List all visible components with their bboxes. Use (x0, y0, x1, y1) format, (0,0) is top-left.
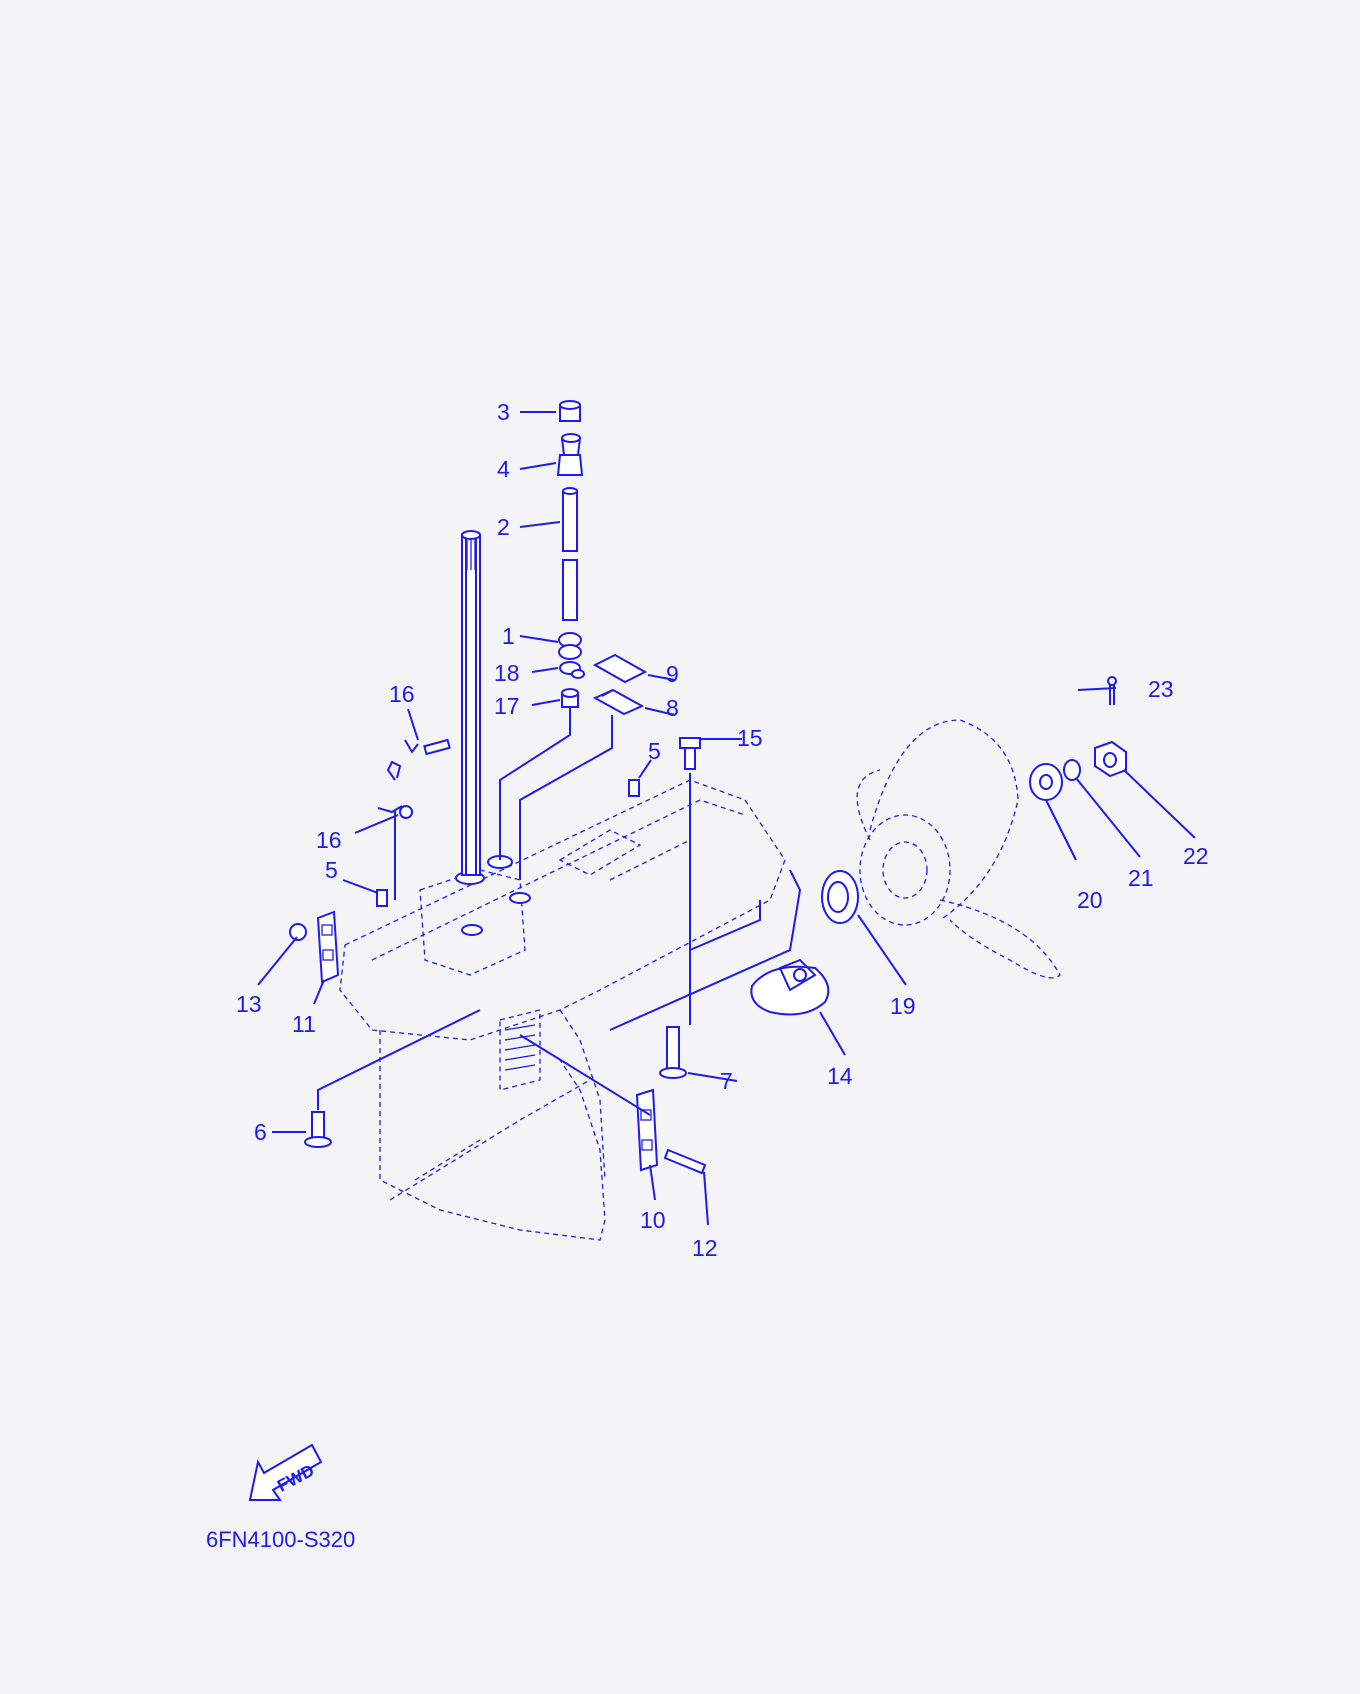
callout-9: 9 (666, 661, 679, 687)
callout-14: 14 (827, 1063, 853, 1089)
callout-19: 19 (890, 993, 916, 1019)
seal-4 (556, 433, 584, 476)
dowels-5 (376, 779, 640, 907)
callout-12: 12 (692, 1235, 718, 1261)
callout-1: 1 (502, 623, 515, 649)
callout-23: 23 (1148, 676, 1174, 702)
bolt-6 (304, 1111, 332, 1148)
callout-21: 21 (1128, 865, 1154, 891)
propeller (856, 719, 1061, 979)
callout-2: 2 (497, 514, 510, 540)
callout-7: 7 (720, 1068, 733, 1094)
callout-17: 17 (494, 693, 520, 719)
leader-lines (257, 411, 1196, 1226)
washer-20 (1029, 763, 1063, 801)
callout-16-bottom: 16 (316, 827, 342, 853)
nut-22 (1094, 740, 1127, 778)
callout-6: 6 (254, 1119, 267, 1145)
pump-housing (419, 855, 531, 976)
bolt-7 (659, 1026, 687, 1079)
spacer-19 (821, 870, 859, 924)
callout-5-left: 5 (325, 857, 338, 883)
callout-20: 20 (1077, 887, 1103, 913)
trim-tab-14 (750, 958, 830, 1016)
washer-21 (1063, 759, 1081, 781)
water-tube (562, 487, 578, 621)
callout-3: 3 (497, 399, 510, 425)
callout-5-top: 5 (648, 738, 661, 764)
anode-11 (289, 910, 340, 984)
callout-13: 13 (236, 991, 262, 1017)
seals-1-18-17 (558, 632, 585, 708)
hose-clips-16 (377, 738, 451, 819)
drive-shaft (461, 530, 481, 876)
diagram-code: 6FN4100-S320 (206, 1527, 355, 1552)
plates-8-9 (592, 653, 648, 716)
callout-4: 4 (497, 456, 510, 482)
grommet-3 (559, 400, 581, 422)
callout-18: 18 (494, 660, 520, 686)
pin-23 (1107, 676, 1117, 705)
callout-16-top: 16 (389, 681, 415, 707)
callout-8: 8 (666, 695, 679, 721)
anode-10 (635, 1088, 707, 1175)
lower-casing (339, 779, 786, 1241)
callout-15: 15 (737, 725, 763, 751)
callout-11: 11 (292, 1011, 316, 1037)
fwd-arrow-icon: FWD (248, 1443, 323, 1501)
assembly-lines (317, 707, 802, 1116)
callout-10: 10 (640, 1207, 666, 1233)
bolt-15 (679, 737, 701, 770)
callout-22: 22 (1183, 843, 1209, 869)
